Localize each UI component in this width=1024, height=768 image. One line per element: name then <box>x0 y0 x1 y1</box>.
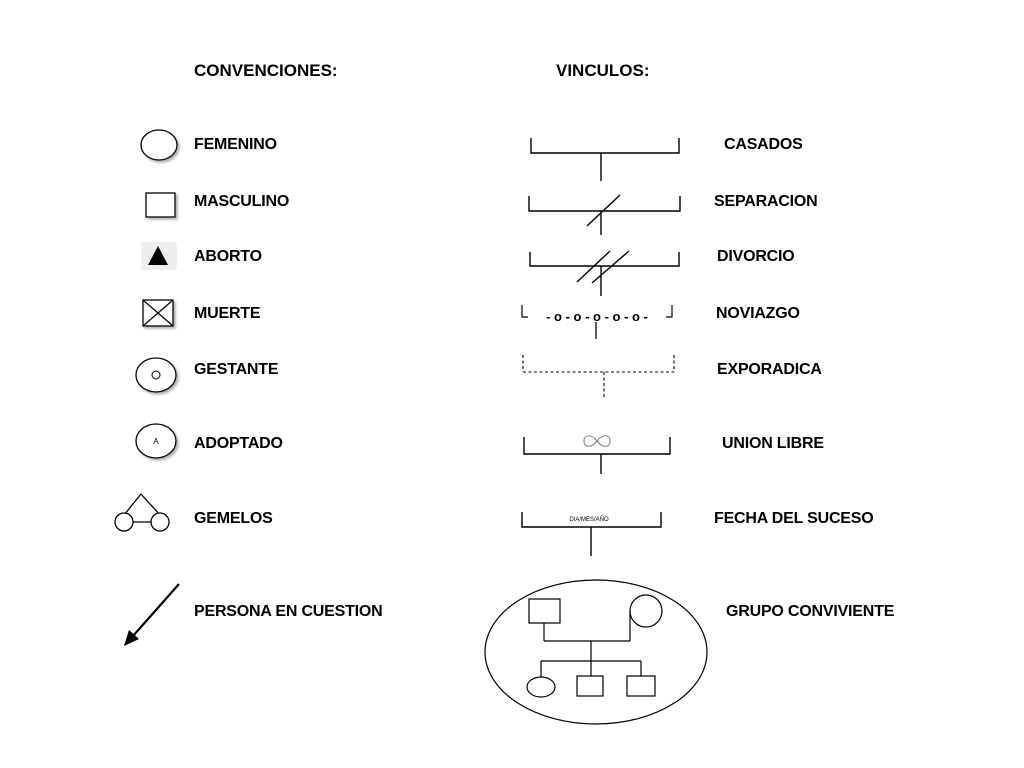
divorce-line-icon <box>529 250 680 296</box>
label-grupo-conviviente: GRUPO CONVIVIENTE <box>726 603 895 620</box>
twins-icon <box>114 493 170 532</box>
infinity-line-icon <box>523 435 671 474</box>
dating-pattern: - o - o - o - o - o - <box>546 309 648 324</box>
label-muerte: MUERTE <box>194 305 261 322</box>
label-gemelos: GEMELOS <box>194 510 273 527</box>
married-line-icon <box>530 138 680 181</box>
label-masculino: MASCULINO <box>194 193 290 210</box>
label-femenino: FEMENINO <box>194 136 277 153</box>
label-union-libre: UNION LIBRE <box>722 435 824 452</box>
label-divorcio: DIVORCIO <box>717 248 795 265</box>
label-separacion: SEPARACION <box>714 193 818 210</box>
label-persona-en-cuestion: PERSONA EN CUESTION <box>194 603 383 620</box>
separation-line-icon <box>528 194 681 235</box>
label-aborto: ABORTO <box>194 248 262 265</box>
label-exporadica: EXPORADICA <box>717 361 822 378</box>
arrow-icon <box>124 583 180 646</box>
household-group-icon <box>484 579 708 725</box>
label-fecha-del-suceso: FECHA DEL SUCESO <box>714 510 874 527</box>
sporadic-dashed-line-icon <box>522 355 675 398</box>
dating-line-icon: - o - o - o - o - o - <box>521 305 673 339</box>
label-noviazgo: NOVIAZGO <box>716 305 800 322</box>
adoptado-letter: A <box>153 437 159 446</box>
circle-icon <box>140 129 178 161</box>
square-icon <box>145 192 176 218</box>
triangle-icon <box>141 242 177 270</box>
date-text: DIA/MES/AÑO <box>569 516 609 523</box>
circle-a-icon: A <box>135 423 177 459</box>
circle-dot-icon <box>135 357 177 393</box>
convenciones-header: CONVENCIONES: <box>194 61 338 80</box>
crossed-square-icon <box>142 299 174 327</box>
label-adoptado: ADOPTADO <box>194 435 283 452</box>
vinculos-header: VINCULOS: <box>556 61 650 80</box>
label-casados: CASADOS <box>724 136 803 153</box>
date-line-icon: DIA/MES/AÑO <box>521 512 662 556</box>
label-gestante: GESTANTE <box>194 361 279 378</box>
